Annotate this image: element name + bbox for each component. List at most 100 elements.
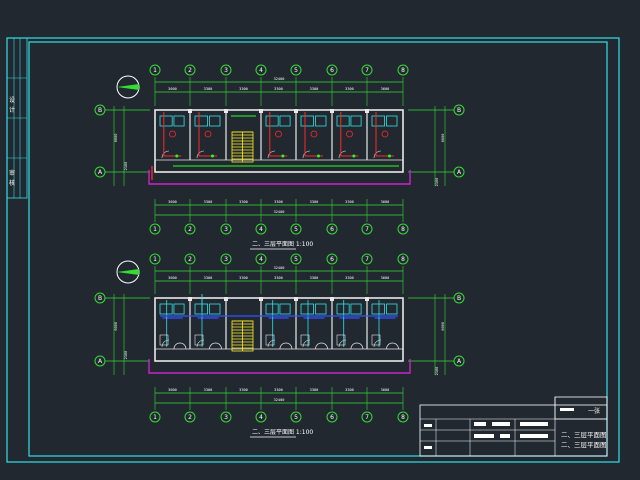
- axis-top-8-label: 8: [401, 256, 405, 263]
- axis-top-1-label: 1: [153, 256, 157, 263]
- building-outline: [154, 109, 404, 173]
- dim-top-5: 3300: [310, 276, 319, 280]
- axis-top-5-circle: [290, 64, 302, 76]
- axis-bottom-1-label: 1: [153, 226, 157, 233]
- axis-top-2-label: 2: [188, 67, 192, 74]
- washroom-1: [159, 303, 173, 315]
- axis-bottom-6-label: 6: [330, 226, 334, 233]
- column-2: [224, 297, 228, 301]
- dim-bottom-1: 3600: [168, 388, 177, 392]
- axis-bottom-8-label: 8: [401, 414, 405, 421]
- bath-6: [350, 115, 362, 127]
- stair-fixture-1: [159, 334, 169, 346]
- axis-right-A-label: A: [457, 358, 462, 365]
- dim-bottom-4: 3300: [274, 388, 283, 392]
- inner-frame: [28, 41, 608, 457]
- stair-fixture-7: [371, 334, 381, 346]
- axis-bottom-4-label: 4: [259, 414, 263, 421]
- supply-pipe-7: [375, 112, 394, 157]
- bath-6: [350, 303, 362, 315]
- dim-top-3: 3300: [239, 87, 248, 91]
- stair-fixture-4: [265, 334, 275, 346]
- washroom-1: [159, 115, 173, 127]
- axis-top-7-circle: [361, 253, 373, 265]
- dim-top-6: 3300: [345, 87, 354, 91]
- arch-5: [315, 342, 328, 350]
- dim-bottom-3: 3300: [239, 200, 248, 204]
- axis-top-4-circle: [255, 253, 267, 265]
- binding-strip: 设 计 审 核: [6, 37, 28, 199]
- side-dim-right-2: 2100: [435, 367, 439, 376]
- dim-top-7: 3600: [381, 276, 390, 280]
- door-swing-5: [302, 339, 311, 348]
- fixture-ring-1: [169, 130, 176, 138]
- door-swing-1: [161, 339, 170, 348]
- axis-bottom-1-label: 1: [153, 414, 157, 421]
- axis-bottom-1-circle: [149, 411, 161, 423]
- side-dim-right-1: 6000: [441, 322, 445, 331]
- dim-top-3: 3300: [239, 276, 248, 280]
- bath-5: [315, 303, 327, 315]
- axis-bottom-6-label: 6: [330, 414, 334, 421]
- axis-top-5-circle: [290, 253, 302, 265]
- dim-bottom-6: 3300: [345, 200, 354, 204]
- washroom-5: [300, 115, 315, 127]
- door-swing-4: [267, 150, 276, 159]
- column-6: [365, 109, 369, 113]
- door-swing-2: [196, 339, 205, 348]
- axis-bottom-4-circle: [255, 223, 267, 235]
- axis-right-B-label: B: [457, 107, 461, 114]
- axis-top-1-circle: [149, 253, 161, 265]
- bath-7: [386, 303, 398, 315]
- axis-bottom-7-circle: [361, 411, 373, 423]
- bath-1: [173, 303, 185, 315]
- washroom-7: [371, 303, 386, 315]
- door-swing-6: [338, 339, 347, 348]
- door-swing-7: [373, 150, 382, 159]
- axis-bottom-8-circle: [397, 223, 409, 235]
- strip-label-1: 设: [9, 96, 15, 104]
- bath-4: [279, 115, 291, 127]
- axis-top-5-label: 5: [294, 67, 298, 74]
- axis-top-7-label: 7: [365, 67, 369, 74]
- axis-top-4-label: 4: [259, 256, 263, 263]
- strip-label-3: 审: [9, 169, 15, 177]
- axis-bottom-7-label: 7: [365, 414, 369, 421]
- dim-top-4: 3300: [274, 87, 283, 91]
- dim-top-2: 3300: [204, 276, 213, 280]
- building-outline: [154, 297, 404, 362]
- axis-top-5-label: 5: [294, 256, 298, 263]
- dim-bottom-7: 3600: [381, 388, 390, 392]
- title-project-name: 二、三层平面图: [561, 431, 607, 439]
- axis-top-7-label: 7: [365, 256, 369, 263]
- axis-top-8-circle: [397, 253, 409, 265]
- side-dim-left-1: 6000: [114, 134, 118, 143]
- dim-top-1: 3600: [168, 87, 177, 91]
- strip-label-4: 核: [9, 179, 15, 187]
- dim-top-2: 3300: [204, 87, 213, 91]
- fixture-ring-2: [204, 130, 212, 138]
- drain-point-6: [352, 154, 356, 158]
- washroom-2: [194, 115, 209, 127]
- title-sheet-count: 一张: [588, 407, 600, 415]
- dim-top-6: 3300: [345, 276, 354, 280]
- arch-1: [173, 342, 187, 350]
- axis-bottom-4-label: 4: [259, 226, 263, 233]
- dim-bottom-5: 3300: [310, 388, 319, 392]
- arch-4: [279, 342, 293, 350]
- bath-2: [209, 115, 221, 127]
- axis-top-4-label: 4: [259, 67, 263, 74]
- axis-bottom-5-circle: [290, 411, 302, 423]
- axis-top-1-circle: [149, 64, 161, 76]
- dim-top-5: 3300: [310, 87, 319, 91]
- axis-left-A-label: A: [98, 169, 103, 176]
- door-swing-2: [196, 150, 205, 159]
- axis-bottom-2-label: 2: [188, 414, 192, 421]
- side-dim-right-1: 6000: [441, 134, 445, 143]
- column-4: [294, 109, 298, 113]
- washroom-6: [336, 115, 350, 127]
- dim-bottom-1: 3600: [168, 200, 177, 204]
- side-dim-left-2: 2100: [124, 351, 128, 360]
- drain-point-4: [281, 154, 285, 158]
